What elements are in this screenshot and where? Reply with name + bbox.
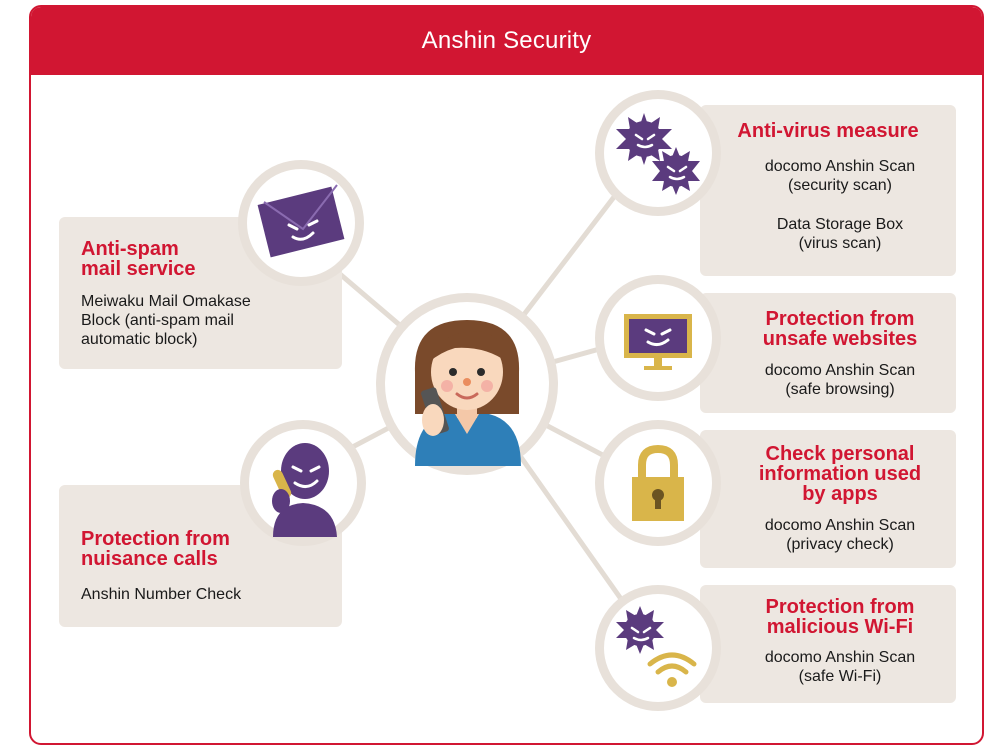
card-body: docomo Anshin Scan (safe Wi-Fi) (720, 648, 960, 686)
heading-line: unsafe websites (762, 328, 918, 350)
spam-mail-icon (257, 184, 345, 258)
card-heading: Protection from nuisance calls (81, 529, 230, 569)
body-line: (safe Wi-Fi) (798, 668, 882, 685)
card-heading: Protection from malicious Wi-Fi (720, 597, 960, 637)
heading-line: Protection from (81, 528, 230, 550)
body-line: docomo Anshin Scan (764, 649, 916, 666)
card-heading: Anti-spam mail service (81, 239, 196, 279)
body-line: (safe browsing) (785, 381, 895, 398)
heading-line: mail service (81, 258, 196, 280)
card-body: Anshin Number Check (81, 585, 241, 604)
woman-with-phone-icon (414, 320, 521, 466)
heading-line: information used (758, 463, 922, 485)
body-line: docomo Anshin Scan (764, 362, 916, 379)
anti-virus-circle (595, 90, 721, 216)
diagram-title: Anshin Security (421, 27, 592, 54)
card-heading: Anti-virus measure (700, 121, 956, 141)
card-malicious-wifi: Protection from malicious Wi-Fi docomo A… (700, 585, 956, 703)
heading-line: nuisance calls (81, 548, 218, 570)
heading-line: malicious Wi-Fi (766, 616, 914, 638)
card-anti-virus: Anti-virus measure docomo Anshin Scan (s… (700, 105, 956, 276)
body-line: docomo Anshin Scan (764, 158, 916, 175)
heading-line: Check personal (765, 443, 915, 465)
body-line: (security scan) (787, 177, 893, 194)
prank-caller-icon (272, 443, 337, 537)
body-line: Meiwaku Mail Omakase (81, 293, 251, 310)
card-heading: Check personal information used by apps (720, 444, 960, 504)
privacy-circle (595, 420, 721, 546)
heading-line: by apps (802, 483, 878, 505)
spam-mail-circle (238, 160, 364, 286)
card-body: docomo Anshin Scan (safe browsing) (720, 361, 960, 399)
title-bar: Anshin Security (31, 7, 982, 75)
unsafe-monitor-icon (624, 314, 692, 370)
unsafe-websites-circle (595, 275, 721, 401)
card-anti-spam: Anti-spam mail service Meiwaku Mail Omak… (59, 217, 342, 369)
padlock-icon (632, 444, 684, 521)
card-privacy-check: Check personal information used by apps … (700, 430, 956, 568)
body-line: (privacy check) (786, 536, 894, 553)
body-line: Data Storage Box (776, 216, 904, 233)
malicious-wifi-icon (616, 606, 697, 687)
card-body: docomo Anshin Scan (privacy check) (720, 516, 960, 554)
heading-line: Anti-virus measure (737, 120, 919, 142)
card-heading: Protection from unsafe websites (720, 309, 960, 349)
body-line: Anshin Number Check (81, 586, 242, 603)
heading-line: Anti-spam (81, 238, 179, 260)
card-body: docomo Anshin Scan (security scan) Data … (720, 157, 960, 253)
card-body: Meiwaku Mail Omakase Block (anti-spam ma… (81, 292, 251, 349)
body-line: docomo Anshin Scan (764, 517, 916, 534)
malicious-wifi-circle (595, 585, 721, 711)
body-line: automatic block) (81, 331, 198, 348)
heading-line: Protection from (765, 596, 915, 618)
heading-line: Protection from (765, 308, 915, 330)
body-line: Block (anti-spam mail (81, 312, 234, 329)
virus-icon (616, 113, 700, 195)
body-line: (virus scan) (798, 235, 882, 252)
nuisance-caller-circle (240, 420, 366, 546)
center-circle (376, 293, 558, 475)
card-unsafe-websites: Protection from unsafe websites docomo A… (700, 293, 956, 413)
